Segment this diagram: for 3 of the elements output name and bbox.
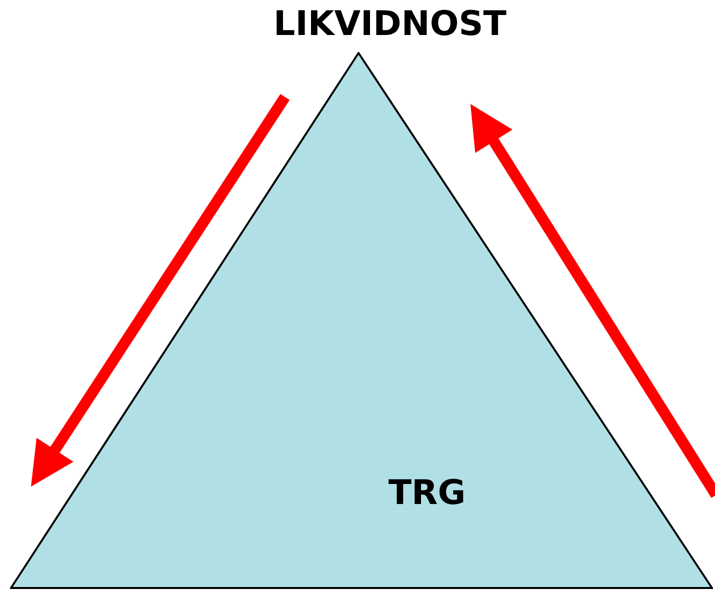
- triangle-label: TRG: [388, 473, 466, 513]
- triangle-shape: [10, 52, 713, 589]
- corner-label: LIKVIDNOST: [274, 4, 506, 44]
